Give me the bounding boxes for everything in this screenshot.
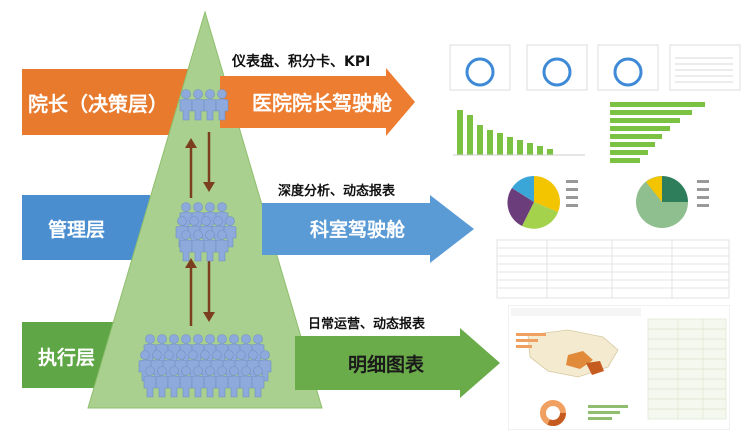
execution-band: [22, 322, 115, 388]
bar-chart-icon: [588, 405, 628, 420]
pie-chart-icon: [540, 400, 566, 426]
execution-destination: 明细图表: [348, 354, 425, 376]
tier-label-execution: 执行层: [38, 346, 96, 369]
dean-dashboard-thumbnail: [445, 40, 745, 185]
execution-caption: 日常运营、动态报表: [308, 317, 426, 332]
dean-destination: 医院院长驾驶舱: [252, 91, 392, 115]
execution-arrow-shape: [295, 328, 500, 398]
management-band: [22, 195, 150, 260]
bar-chart-icon: [516, 333, 546, 348]
kpi-gauge-icon: [449, 44, 741, 91]
management-arrow-shape: [262, 195, 474, 263]
management-destination: 科室驾驶舱: [310, 219, 406, 241]
bar-chart-icon: [457, 110, 553, 155]
management-caption: 深度分析、动态报表: [278, 184, 396, 199]
pie-chart-icon: [507, 175, 578, 229]
pie-chart-icon: [636, 176, 709, 228]
dean-band: [22, 69, 188, 135]
tier-label-management: 管理层: [48, 218, 106, 241]
detail-report-thumbnail: [508, 305, 730, 430]
dean-caption: 仪表盘、积分卡、KPI: [232, 54, 371, 70]
tier-label-dean: 院长（决策层）: [28, 91, 168, 116]
data-table-icon: [647, 318, 727, 420]
up-down-arrow-icon: [185, 132, 215, 326]
dean-arrow-shape: [220, 68, 415, 136]
bar-chart-icon: [610, 102, 705, 163]
data-table-icon: [496, 239, 730, 299]
department-dashboard-thumbnail: [492, 172, 737, 302]
map-icon: [527, 329, 619, 378]
